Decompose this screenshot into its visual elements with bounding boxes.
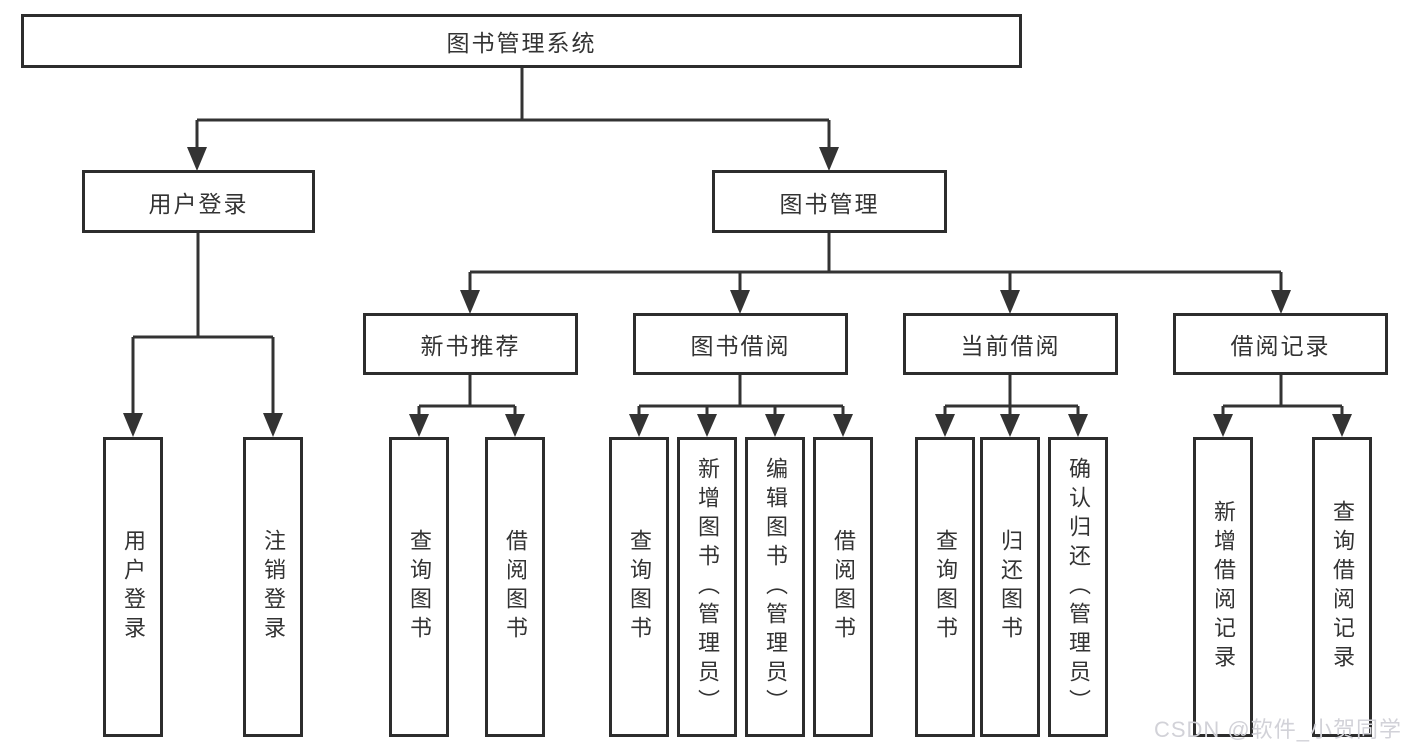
node-user-login: 用户登录 (82, 170, 315, 233)
leaf-query-books-current: 查询图书 (915, 437, 975, 737)
leaf-query-books-borrowing: 查询图书 (609, 437, 669, 737)
leaf-add-books-admin: 新增图书（管理员） (677, 437, 737, 737)
node-current-borrowing: 当前借阅 (903, 313, 1118, 375)
leaf-user-login: 用户登录 (103, 437, 163, 737)
leaf-query-borrow-record: 查询借阅记录 (1312, 437, 1372, 737)
node-book-borrowing: 图书借阅 (633, 313, 848, 375)
node-borrowing-records: 借阅记录 (1173, 313, 1388, 375)
leaf-logout: 注销登录 (243, 437, 303, 737)
leaf-confirm-return-admin: 确认归还（管理员） (1048, 437, 1108, 737)
node-book-management: 图书管理 (712, 170, 947, 233)
node-new-book-recommend: 新书推荐 (363, 313, 578, 375)
leaf-query-books-recommend: 查询图书 (389, 437, 449, 737)
leaf-return-books: 归还图书 (980, 437, 1040, 737)
node-root: 图书管理系统 (21, 14, 1022, 68)
leaf-borrow-books-recommend: 借阅图书 (485, 437, 545, 737)
watermark-text: CSDN @软件_小贺同学 (1153, 717, 1402, 742)
leaf-add-borrow-record: 新增借阅记录 (1193, 437, 1253, 737)
leaf-borrow-books-borrowing: 借阅图书 (813, 437, 873, 737)
leaf-edit-books-admin: 编辑图书（管理员） (745, 437, 805, 737)
